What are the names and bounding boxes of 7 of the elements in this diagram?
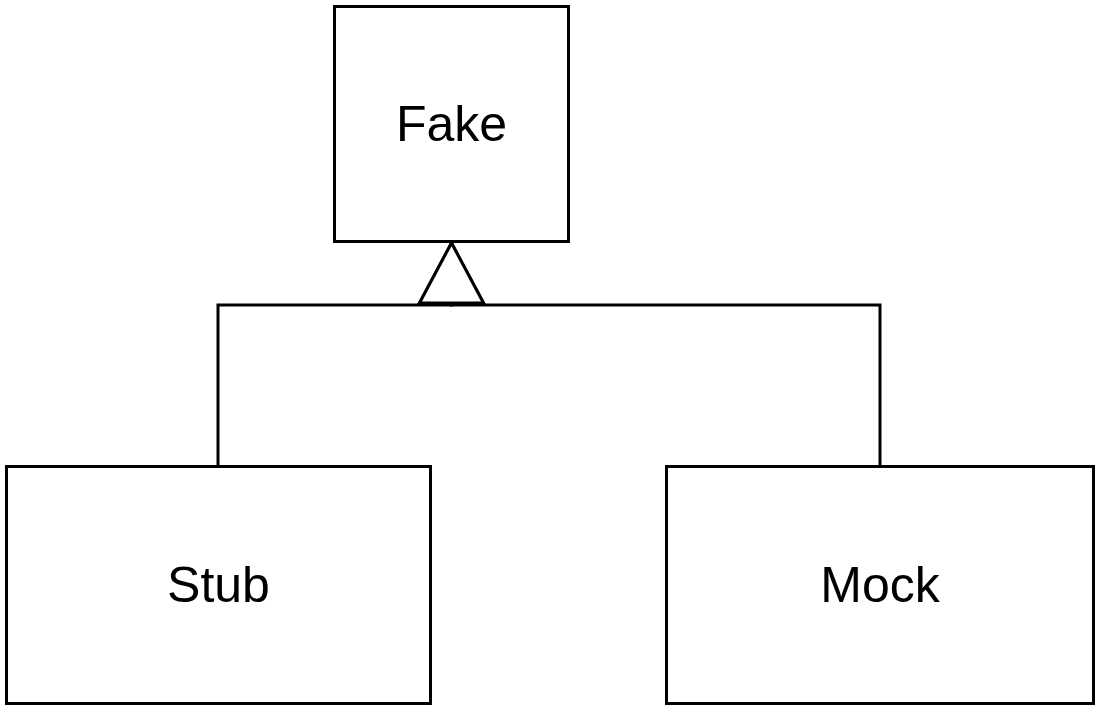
generalization-connector bbox=[418, 241, 882, 465]
class-box bbox=[665, 465, 1095, 705]
class-name: Mock bbox=[820, 555, 940, 615]
class-name: Fake bbox=[395, 94, 508, 154]
class-name: Stub bbox=[167, 555, 270, 615]
class-box bbox=[333, 5, 570, 243]
class-box bbox=[5, 465, 432, 705]
